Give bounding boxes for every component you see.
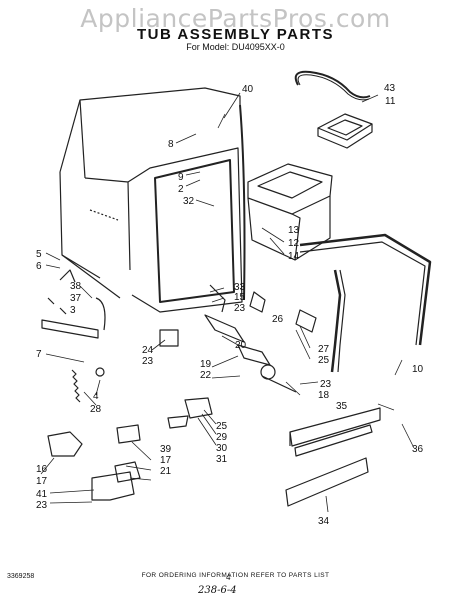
callout: 30 bbox=[216, 443, 228, 454]
callout: 39 bbox=[160, 444, 172, 455]
callout: 10 bbox=[412, 364, 424, 375]
callout-labels: 40 43 11 8 9 2 32 13 12 14 5 6 38 37 3 3… bbox=[36, 83, 424, 527]
callout: 36 bbox=[412, 444, 424, 455]
callout: 15 bbox=[234, 292, 246, 303]
page-number: 4 bbox=[226, 573, 231, 582]
callout: 9 bbox=[178, 172, 184, 183]
callout: 5 bbox=[36, 249, 42, 260]
callout: 29 bbox=[216, 432, 228, 443]
callout: 40 bbox=[242, 84, 254, 95]
callout: 34 bbox=[318, 516, 330, 527]
page-title: TUB ASSEMBLY PARTS bbox=[136, 26, 335, 43]
callout: 18 bbox=[318, 390, 330, 401]
lower-assembly bbox=[116, 397, 213, 444]
callout: 32 bbox=[183, 196, 195, 207]
access-panel bbox=[285, 407, 381, 507]
callout: 3 bbox=[70, 305, 76, 316]
callout: 35 bbox=[336, 401, 348, 412]
callout: 4 bbox=[93, 391, 99, 402]
document-code: 3369258 bbox=[7, 573, 35, 580]
tub-body bbox=[59, 87, 243, 313]
middle-parts bbox=[159, 284, 317, 393]
callout: 2 bbox=[178, 184, 184, 195]
callout: 27 bbox=[318, 344, 330, 355]
model-label: For Model: DU4095XX-0 bbox=[186, 42, 285, 52]
callout: 6 bbox=[36, 261, 42, 272]
callout: 17 bbox=[160, 455, 172, 466]
hose bbox=[294, 70, 371, 99]
left-lower-parts bbox=[47, 431, 141, 501]
callout: 13 bbox=[288, 225, 300, 236]
callout: 24 bbox=[142, 345, 154, 356]
callout: 12 bbox=[288, 238, 300, 249]
callout: 23 bbox=[142, 356, 154, 367]
callout: 26 bbox=[272, 314, 284, 325]
wash-box bbox=[247, 163, 333, 261]
hinge-parts bbox=[41, 269, 106, 339]
ordering-info: FOR ORDERING INFORMATION REFER TO PARTS … bbox=[141, 572, 330, 579]
callout: 23 bbox=[234, 303, 246, 314]
callout: 20 bbox=[235, 340, 247, 351]
callout: 7 bbox=[36, 349, 42, 360]
handwritten-note: 238-6-4 bbox=[198, 585, 237, 596]
dispenser-part bbox=[317, 113, 373, 149]
callout: 17 bbox=[36, 476, 48, 487]
callout: 38 bbox=[70, 281, 82, 292]
callout: 22 bbox=[200, 370, 212, 381]
callout: 25 bbox=[318, 355, 330, 366]
callout: 23 bbox=[320, 379, 332, 390]
callout: 41 bbox=[36, 489, 48, 500]
callout: 8 bbox=[168, 139, 174, 150]
callout: 33 bbox=[234, 282, 246, 293]
callout: 37 bbox=[70, 293, 82, 304]
bearing-part bbox=[95, 367, 105, 377]
callout: 43 bbox=[384, 83, 396, 94]
callout: 19 bbox=[200, 359, 212, 370]
callout: 21 bbox=[160, 466, 172, 477]
callout: 11 bbox=[385, 96, 396, 107]
callout: 28 bbox=[90, 404, 102, 415]
support-frame bbox=[299, 233, 432, 373]
callout: 25 bbox=[216, 421, 228, 432]
callout: 14 bbox=[288, 251, 300, 262]
door-gasket bbox=[239, 104, 246, 301]
callout: 16 bbox=[36, 464, 48, 475]
spring bbox=[71, 369, 81, 403]
callout: 31 bbox=[216, 454, 228, 465]
watermark: AppliancePartsPros.com bbox=[80, 4, 391, 33]
callout: 23 bbox=[36, 500, 48, 511]
